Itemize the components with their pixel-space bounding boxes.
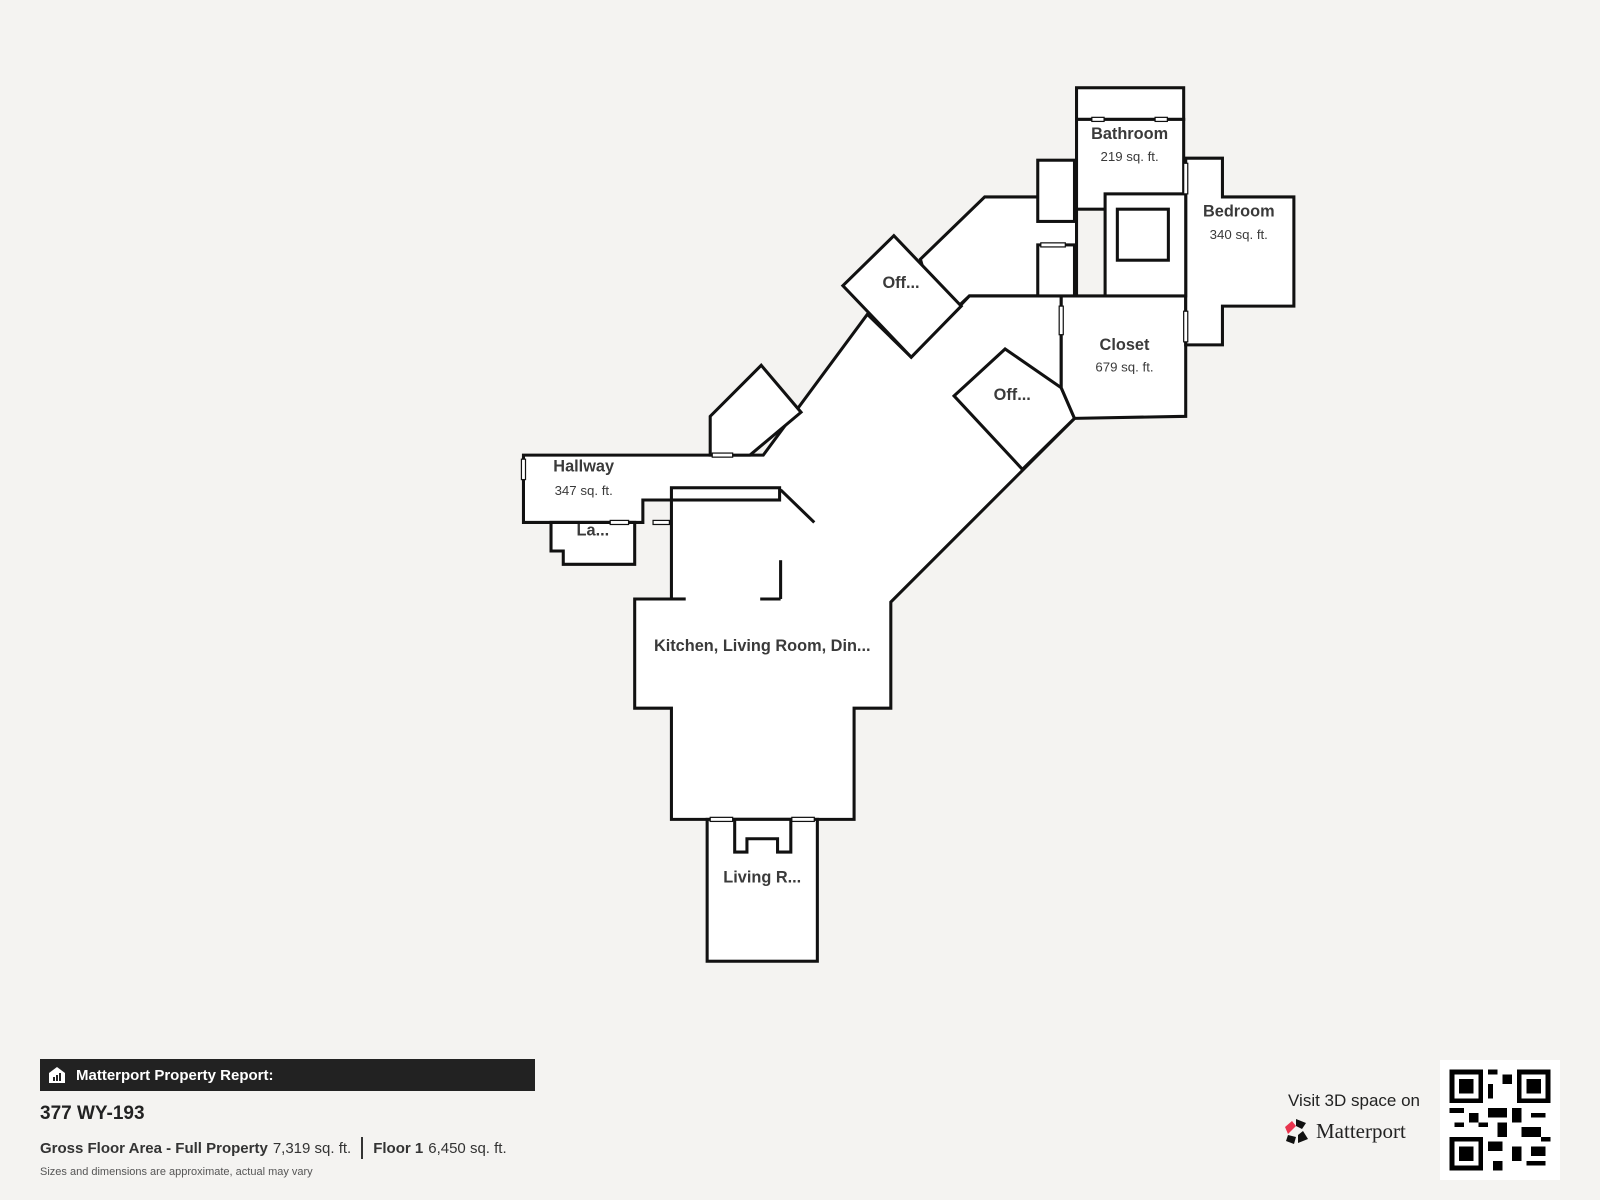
room-living-2[interactable] [705,817,819,963]
room-area: 679 sq. ft. [1095,359,1153,374]
room-label: Closet [1100,336,1150,354]
room-label: Kitchen, Living Room, Din... [654,637,871,655]
room-area: 219 sq. ft. [1100,149,1158,164]
room-office-1[interactable] [840,233,964,360]
report-title: Matterport Property Report: [76,1066,274,1084]
qr-code[interactable] [1440,1060,1560,1180]
matterport-logo-icon [1285,1119,1308,1144]
room-label: La... [577,522,610,540]
living-bump [733,817,793,854]
disclaimer: Sizes and dimensions are approximate, ac… [40,1166,313,1178]
visit-text: Visit 3D space on [1288,1091,1420,1110]
side-room-b [1036,243,1077,298]
room-label: Off... [994,386,1031,404]
room-closet[interactable] [1059,294,1188,420]
gross-label: Gross Floor Area - Full Property [40,1139,268,1157]
floor-value: 6,450 sq. ft. [428,1139,507,1157]
property-address: 377 WY-193 [40,1103,145,1124]
room-label: Living R... [723,869,801,887]
bathroom-top [1075,86,1186,121]
side-room-a [1036,158,1077,223]
room-bedroom[interactable] [1184,156,1296,347]
room-label: Bedroom [1203,202,1275,220]
building-icon [49,1067,65,1083]
room-label: Bathroom [1091,125,1168,143]
qr-code-icon [1449,1069,1551,1171]
divider [361,1137,364,1159]
small-room [708,363,804,457]
brand-name: Matterport [1316,1118,1406,1143]
room-area: 340 sq. ft. [1210,227,1268,242]
room-laundry[interactable] [549,520,637,566]
area-summary: Gross Floor Area - Full Property 7,319 s… [40,1137,507,1159]
room-area: 347 sq. ft. [555,483,613,498]
room-label: Off... [882,274,919,292]
gross-value: 7,319 sq. ft. [272,1139,352,1157]
matterport-logo[interactable]: Matterport [1282,1117,1406,1145]
closet-inner [1115,207,1170,262]
hall-counter [669,486,782,502]
report-banner: Matterport Property Report: [40,1059,535,1091]
room-label: Hallway [553,457,614,475]
floor-label: Floor 1 [373,1139,424,1157]
